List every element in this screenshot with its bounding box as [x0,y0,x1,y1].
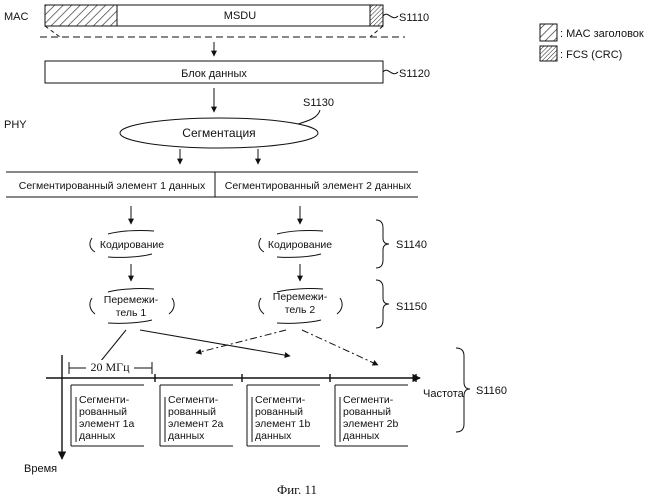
s1120-leader [383,70,398,73]
arrow-i1-to-ch3 [140,330,290,356]
channel-blocks: Сегменти-рованныйэлемент 1aданныхСегмент… [71,385,408,446]
channel-4-line-3: элемент 2b [343,418,399,430]
legend-fcs-label: : FCS (CRC) [560,49,622,61]
channel-block-2: Сегменти-рованныйэлемент 2aданных [160,385,233,446]
channel-2-line-4: данных [168,430,205,442]
channel-1-line-2: рованный [79,406,127,418]
s1150-brace [376,280,389,328]
interleaver-1: Перемежи- тель 1 [90,289,174,324]
s1140-brace [376,220,389,268]
segmented-elements-bar: Сегментированный элемент 1 данных Сегмен… [6,172,418,197]
step-s1130: S1130 [303,97,334,109]
funnel-right [370,26,383,37]
channel-2-line-2: рованный [168,406,216,418]
legend-fcs-swatch [540,46,557,61]
fcs-block [370,5,383,26]
channel-3-line-3: элемент 1b [255,418,311,430]
coding-1-label: Кодирование [100,239,164,251]
bandwidth-label: 20 МГц [90,360,130,374]
phy-label: PHY [4,119,27,131]
channel-4-line-4: данных [343,430,380,442]
funnel-left [45,26,60,37]
legend: : MAC заголовок : FCS (CRC) [540,24,644,61]
mac-header-block [45,5,117,26]
frequency-label: Частота [423,388,465,400]
channel-2-line-3: элемент 2a [168,418,224,430]
step-s1110: S1110 [399,12,429,24]
channel-3-line-4: данных [255,430,292,442]
s1130-leader [298,110,320,124]
step-s1120: S1120 [399,68,430,80]
channel-3-line-1: Сегменти- [255,394,306,406]
channel-block-3: Сегменти-рованныйэлемент 1bданных [247,385,320,446]
interleaver-2-line-2: тель 2 [285,304,316,316]
channel-1-line-3: элемент 1a [79,418,135,430]
channel-3-line-2: рованный [255,406,303,418]
figure-caption: Фиг. 11 [277,482,317,497]
channel-2-line-1: Сегменти- [168,394,219,406]
arrow-i2-to-ch2 [196,330,286,353]
coding-1: Кодирование [90,230,164,257]
step-s1160: S1160 [476,385,507,397]
coding-2-label: Кодирование [268,239,332,251]
interleaver-1-line-1: Перемежи- [104,294,159,306]
interleaver-1-line-2: тель 1 [116,307,147,319]
channel-block-1: Сегменти-рованныйэлемент 1aданных [71,385,144,446]
interleaver-2: Перемежи- тель 2 [259,289,342,324]
channel-1-line-4: данных [79,430,116,442]
step-s1140: S1140 [396,239,427,251]
legend-mac-header-swatch [540,24,557,41]
channel-block-4: Сегменти-рованныйэлемент 2bданных [335,385,408,446]
segmentation-label: Сегментация [182,126,255,140]
mac-label: MAC [4,11,29,23]
time-label: Время [24,463,57,475]
interleaver-2-line-1: Перемежи- [273,291,328,303]
data-block-label: Блок данных [181,68,247,80]
coding-2: Кодирование [259,230,332,257]
s1110-leader [383,14,398,17]
arrow-i2-to-ch4 [302,330,378,365]
step-s1150: S1150 [396,301,427,313]
segment-1-label: Сегментированный элемент 1 данных [19,180,206,192]
channel-4-line-1: Сегменти- [343,394,394,406]
segment-2-label: Сегментированный элемент 2 данных [225,180,412,192]
legend-mac-header-label: : MAC заголовок [560,28,644,40]
channel-1-line-1: Сегменти- [79,394,130,406]
msdu-label: MSDU [224,10,256,22]
msdu-frame: MSDU [45,5,383,26]
channel-4-line-2: рованный [343,406,391,418]
